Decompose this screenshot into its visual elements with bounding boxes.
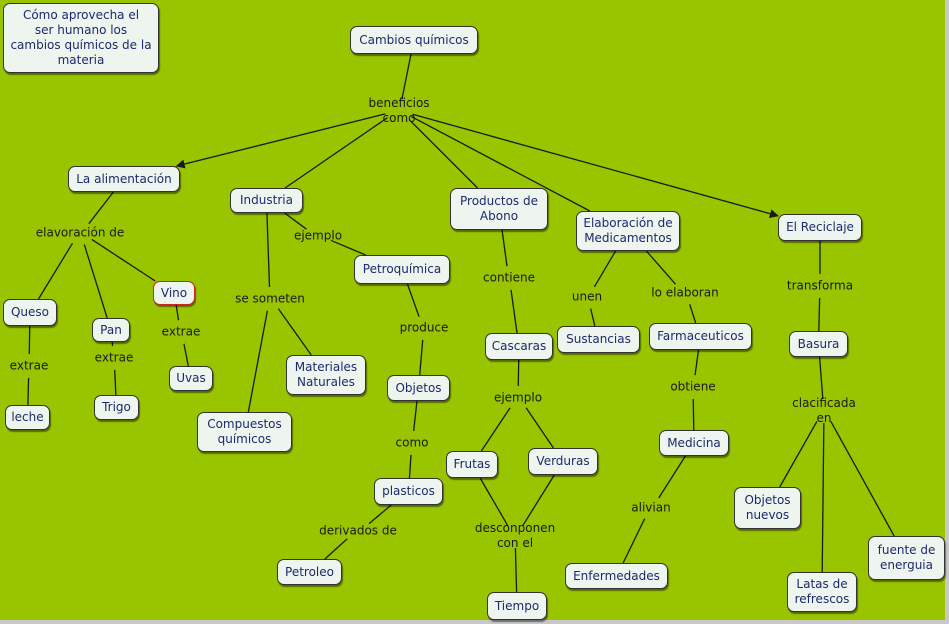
concept-uvas[interactable]: Uvas [169, 366, 213, 391]
concept-productos[interactable]: Productos de Abono [450, 188, 548, 230]
connector-beneficios-to-reciclaje [412, 113, 779, 219]
link-phrase-loelaboran: lo elaboran [651, 285, 719, 300]
connector-elaboracion-to-loelaboran [645, 250, 677, 285]
concept-frutas[interactable]: Frutas [446, 451, 498, 478]
map-title-note[interactable]: Cómo aprovecha el ser humano los cambios… [3, 3, 159, 73]
concept-materiales[interactable]: Materiales Naturales [286, 355, 366, 395]
link-phrase-contiene: contiene [483, 270, 535, 285]
concept-trigo[interactable]: Trigo [94, 395, 139, 420]
concept-petroleo[interactable]: Petroleo [277, 559, 342, 585]
connector-elavoracion-to-queso [37, 242, 74, 300]
concept-vino[interactable]: Vino [153, 281, 195, 305]
link-phrase-extrae1: extrae [9, 358, 49, 373]
concept-compuestos[interactable]: Compuestos químicos [197, 412, 292, 452]
concept-sustancias[interactable]: Sustancias [557, 326, 640, 353]
concept-basura[interactable]: Basura [789, 331, 848, 357]
connector-productos-to-contiene [501, 229, 508, 267]
connector-verduras-to-desconponen [522, 474, 555, 527]
connector-vino-to-extrae3 [175, 304, 180, 321]
concept-cascaras[interactable]: Cascaras [485, 333, 553, 360]
link-phrase-ejemplo1: ejemplo [293, 228, 343, 243]
link-phrase-obtiene: obtiene [670, 379, 716, 394]
link-phrase-clasificada: clacificada en [792, 396, 856, 425]
link-phrase-alivian: alivian [631, 500, 671, 515]
connector-contiene-to-cascaras [510, 289, 518, 334]
concept-industria[interactable]: Industria [230, 188, 303, 213]
connector-cambios-to-beneficios [401, 53, 412, 100]
concept-enfermedades[interactable]: Enfermedades [565, 563, 668, 589]
concept-elaboracion[interactable]: Elaboración de Medicamentos [576, 211, 680, 251]
concept-alimentacion[interactable]: La alimentación [68, 166, 180, 192]
concept-queso[interactable]: Queso [3, 299, 57, 326]
connector-sesometen-to-materiales [277, 308, 312, 356]
connector-elavoracion-to-pan [83, 244, 108, 319]
link-phrase-derivados: derivados de [319, 523, 397, 538]
connector-industria-to-ejemplo1 [284, 212, 307, 230]
concept-pan[interactable]: Pan [92, 318, 130, 342]
connector-loelaboran-to-farmaceuticos [689, 304, 697, 324]
concept-objetosnuevos[interactable]: Objetos nuevos [734, 487, 801, 529]
connector-ejemplo2-to-frutas [480, 407, 511, 452]
link-phrase-extrae2: extrae [94, 350, 134, 365]
concept-tiempo[interactable]: Tiempo [487, 592, 547, 620]
connector-transforma-to-basura [818, 297, 821, 332]
link-phrase-beneficios: beneficios como [368, 96, 430, 125]
connector-beneficios-to-alimentacion [175, 113, 386, 169]
link-phrase-elavoracion: elavoración de [35, 225, 125, 240]
connector-extrae2-to-trigo [114, 369, 117, 396]
link-phrase-unen: unen [571, 289, 603, 304]
connector-frutas-to-desconponen [479, 477, 509, 527]
connector-como-to-plasticos [408, 454, 412, 479]
connector-petroquimica-to-produce [406, 283, 420, 317]
link-phrase-produce: produce [399, 320, 449, 335]
connector-unen-to-sustancias [590, 308, 596, 327]
connector-elaboracion-to-unen [593, 250, 617, 288]
connector-clasificada-to-objetosnuevos [779, 421, 818, 488]
connector-desconponen-to-tiempo [514, 547, 518, 593]
concept-verduras[interactable]: Verduras [528, 448, 598, 475]
concept-farmaceuticos[interactable]: Farmaceuticos [649, 323, 752, 350]
connector-derivados-to-petroleo [324, 538, 348, 560]
connector-plasticos-to-derivados [368, 504, 392, 525]
connector-beneficios-to-industria [284, 117, 388, 189]
concept-leche[interactable]: leche [5, 405, 50, 430]
concept-medicina[interactable]: Medicina [659, 430, 729, 456]
connector-elavoracion-to-vino [91, 238, 156, 282]
connector-beneficios-to-elaboracion [411, 115, 591, 212]
connector-industria-to-sesometen [266, 212, 271, 288]
link-phrase-como: como [395, 435, 429, 450]
connector-basura-to-clasificada [818, 356, 824, 400]
link-phrase-transforma: transforma [786, 278, 854, 293]
connector-produce-to-objetos [419, 339, 424, 376]
concept-plasticos[interactable]: plasticos [374, 478, 443, 505]
connector-ejemplo1-to-petroquimica [330, 239, 366, 256]
concept-petroquimica[interactable]: Petroquímica [354, 255, 450, 284]
connector-extrae1-to-leche [27, 377, 30, 406]
concept-reciclaje[interactable]: El Reciclaje [778, 214, 862, 241]
link-phrase-desconponen: desconponen con el [474, 521, 556, 550]
link-phrase-sesometen: se someten [235, 291, 305, 306]
connector-obtiene-to-medicina [692, 398, 695, 431]
concept-fuente[interactable]: fuente de energuia [868, 536, 945, 580]
connector-alivian-to-enfermedades [622, 518, 646, 564]
link-phrase-ejemplo2: ejemplo [493, 390, 543, 405]
connector-ejemplo2-to-verduras [525, 407, 554, 449]
connector-farmaceuticos-to-obtiene [694, 349, 700, 376]
connector-medicina-to-alivian [658, 455, 686, 499]
connector-alimentacion-to-elavoracion [88, 191, 114, 225]
concept-cambios[interactable]: Cambios químicos [350, 26, 478, 54]
connector-sesometen-to-compuestos [247, 310, 269, 413]
connector-clasificada-to-fuente [830, 421, 895, 537]
connector-extrae3-to-uvas [183, 343, 189, 367]
connector-beneficios-to-productos [408, 118, 479, 189]
concept-objetos[interactable]: Objetos [387, 375, 450, 401]
concept-latas[interactable]: Latas de refrescos [787, 572, 857, 612]
link-phrase-extrae3: extrae [161, 324, 201, 339]
connector-objetos-to-como [412, 400, 418, 432]
connector-clasificada-to-latas [821, 422, 825, 573]
